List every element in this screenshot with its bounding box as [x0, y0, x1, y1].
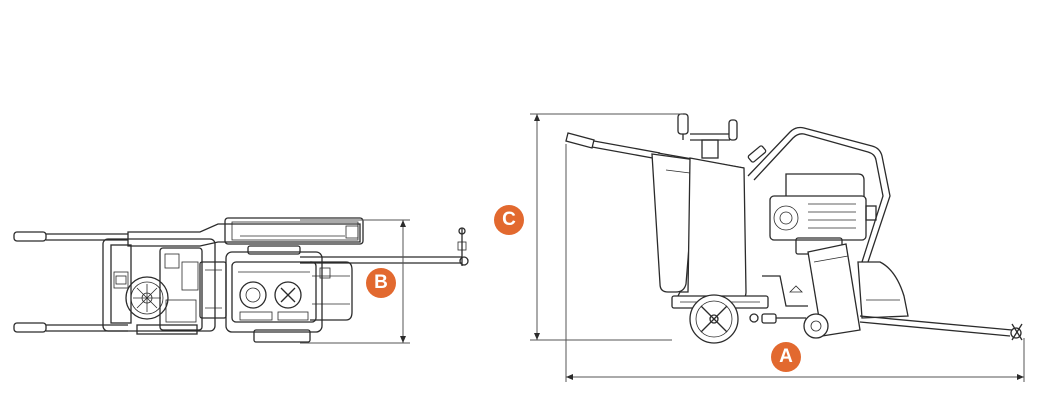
lower-handle-grip: [13, 322, 47, 333]
upper-handle-grip: [13, 231, 47, 242]
top-plate: [127, 223, 361, 247]
engine-block-side: [769, 195, 867, 241]
saw-top-view-drawing: [13, 217, 469, 343]
dimension-a-badge: A: [771, 342, 801, 372]
rear-frame: [102, 238, 216, 332]
dimension-a-line: [565, 144, 1025, 382]
belt-guard: [807, 243, 861, 337]
dimension-c-line: [530, 113, 683, 341]
dimension-b-line: [300, 219, 410, 344]
rear-handle-grip: [565, 132, 595, 149]
water-tank: [651, 153, 697, 293]
engine-fuel-tank: [785, 173, 865, 199]
blade-guard: [857, 261, 909, 319]
engine-block-top: [225, 251, 323, 333]
depth-wheel-top: [125, 276, 169, 320]
front-wheel: [803, 313, 829, 339]
dimension-b-badge: B: [366, 268, 396, 298]
saw-side-view-drawing: [565, 113, 1023, 344]
dimension-c-badge: C: [494, 205, 524, 235]
